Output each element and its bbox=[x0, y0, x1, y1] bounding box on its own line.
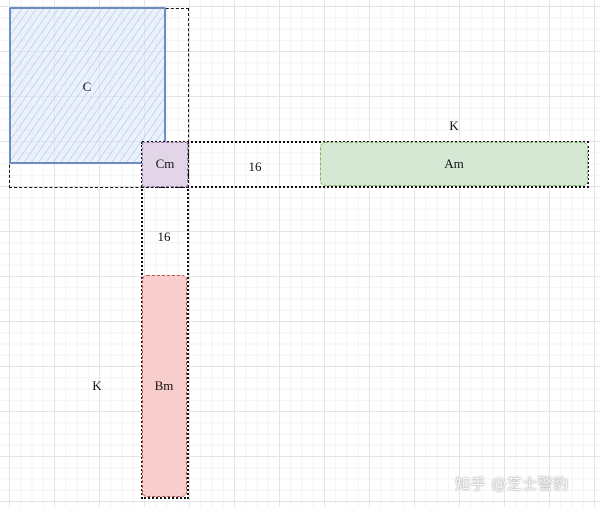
k-vertical-label: K bbox=[92, 378, 102, 393]
a-tile-size-label: 16 bbox=[248, 159, 262, 174]
cm-tile[interactable] bbox=[142, 142, 188, 187]
matrix-c-block[interactable] bbox=[9, 7, 166, 164]
am-label: Am bbox=[444, 156, 464, 171]
am-tile[interactable] bbox=[320, 142, 588, 186]
cm-label: Cm bbox=[155, 156, 175, 171]
matrix-c-label: C bbox=[82, 79, 92, 94]
k-horizontal-label: K bbox=[449, 118, 459, 133]
bm-tile[interactable] bbox=[142, 275, 187, 497]
watermark: 知乎 @芝士警豹 bbox=[455, 475, 569, 493]
b-tile-size-label: 16 bbox=[157, 229, 171, 244]
bm-label: Bm bbox=[154, 378, 174, 393]
